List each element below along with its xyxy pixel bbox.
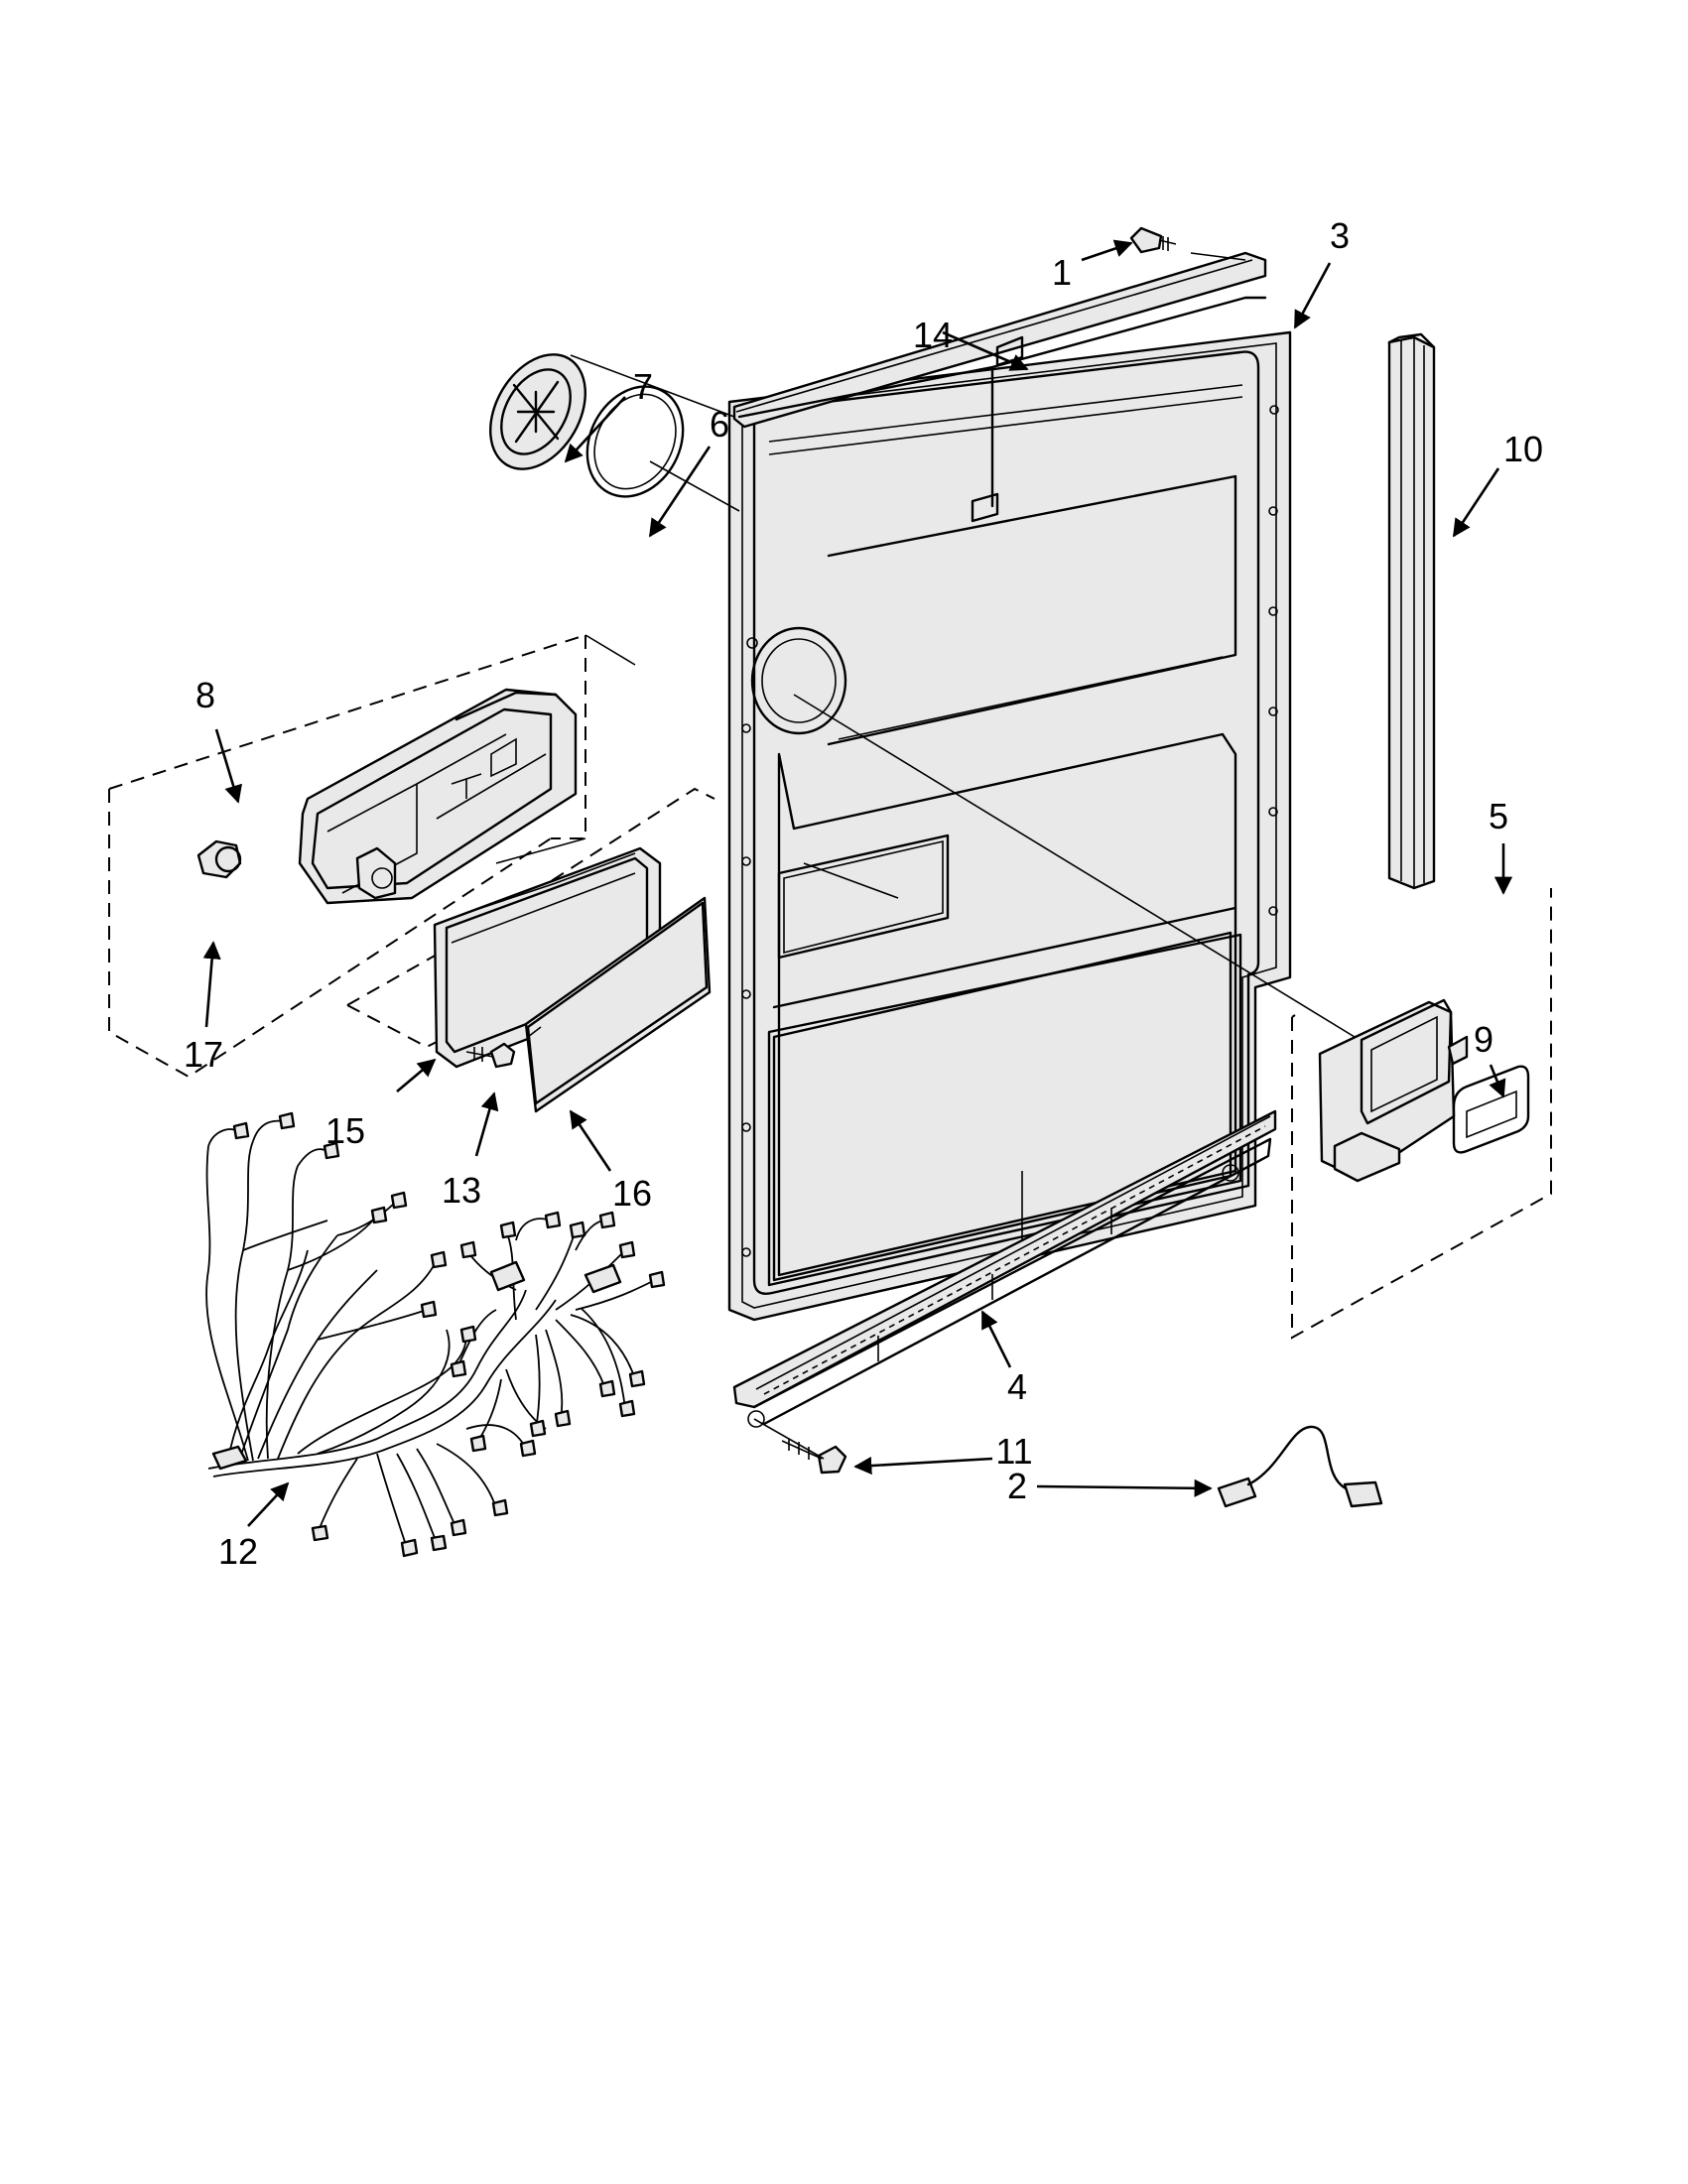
callout-3: 3 [1330, 215, 1350, 256]
door-cable [1217, 1425, 1383, 1508]
callout-6: 6 [710, 404, 729, 445]
callout-10: 10 [1503, 429, 1543, 469]
screw-1 [1129, 226, 1177, 254]
assembly-lines [495, 252, 1356, 1460]
callout-1: 1 [1052, 252, 1072, 293]
callout-13: 13 [442, 1170, 481, 1211]
callout-5: 5 [1489, 796, 1508, 836]
vent-gasket [1452, 1065, 1530, 1154]
wiring-harness [205, 1111, 666, 1558]
callout-15: 15 [325, 1110, 365, 1151]
callout-4: 4 [1007, 1366, 1027, 1407]
callout-labels: 1 2 3 4 5 6 7 8 9 10 11 12 13 14 15 16 1… [184, 215, 1543, 1572]
side-door-seal [1387, 332, 1436, 890]
knob [196, 839, 242, 879]
control-board [524, 896, 712, 1113]
callout-12: 12 [218, 1531, 258, 1572]
callout-7: 7 [633, 366, 653, 407]
bottom-door-trim [732, 1109, 1277, 1428]
screw-13 [465, 1042, 516, 1069]
callout-14: 14 [913, 315, 953, 355]
callout-11: 11 [995, 1431, 1032, 1472]
dispenser-assembly [108, 634, 586, 1079]
callout-9: 9 [1474, 1019, 1493, 1060]
callout-8: 8 [195, 675, 215, 715]
vent-cap [489, 353, 586, 470]
callout-2: 2 [1007, 1466, 1027, 1506]
screw-11 [781, 1439, 847, 1475]
vent-assembly [1291, 888, 1552, 1340]
leader-arrows [202, 239, 1513, 1527]
callout-16: 16 [612, 1173, 652, 1214]
callout-17: 17 [184, 1034, 223, 1075]
